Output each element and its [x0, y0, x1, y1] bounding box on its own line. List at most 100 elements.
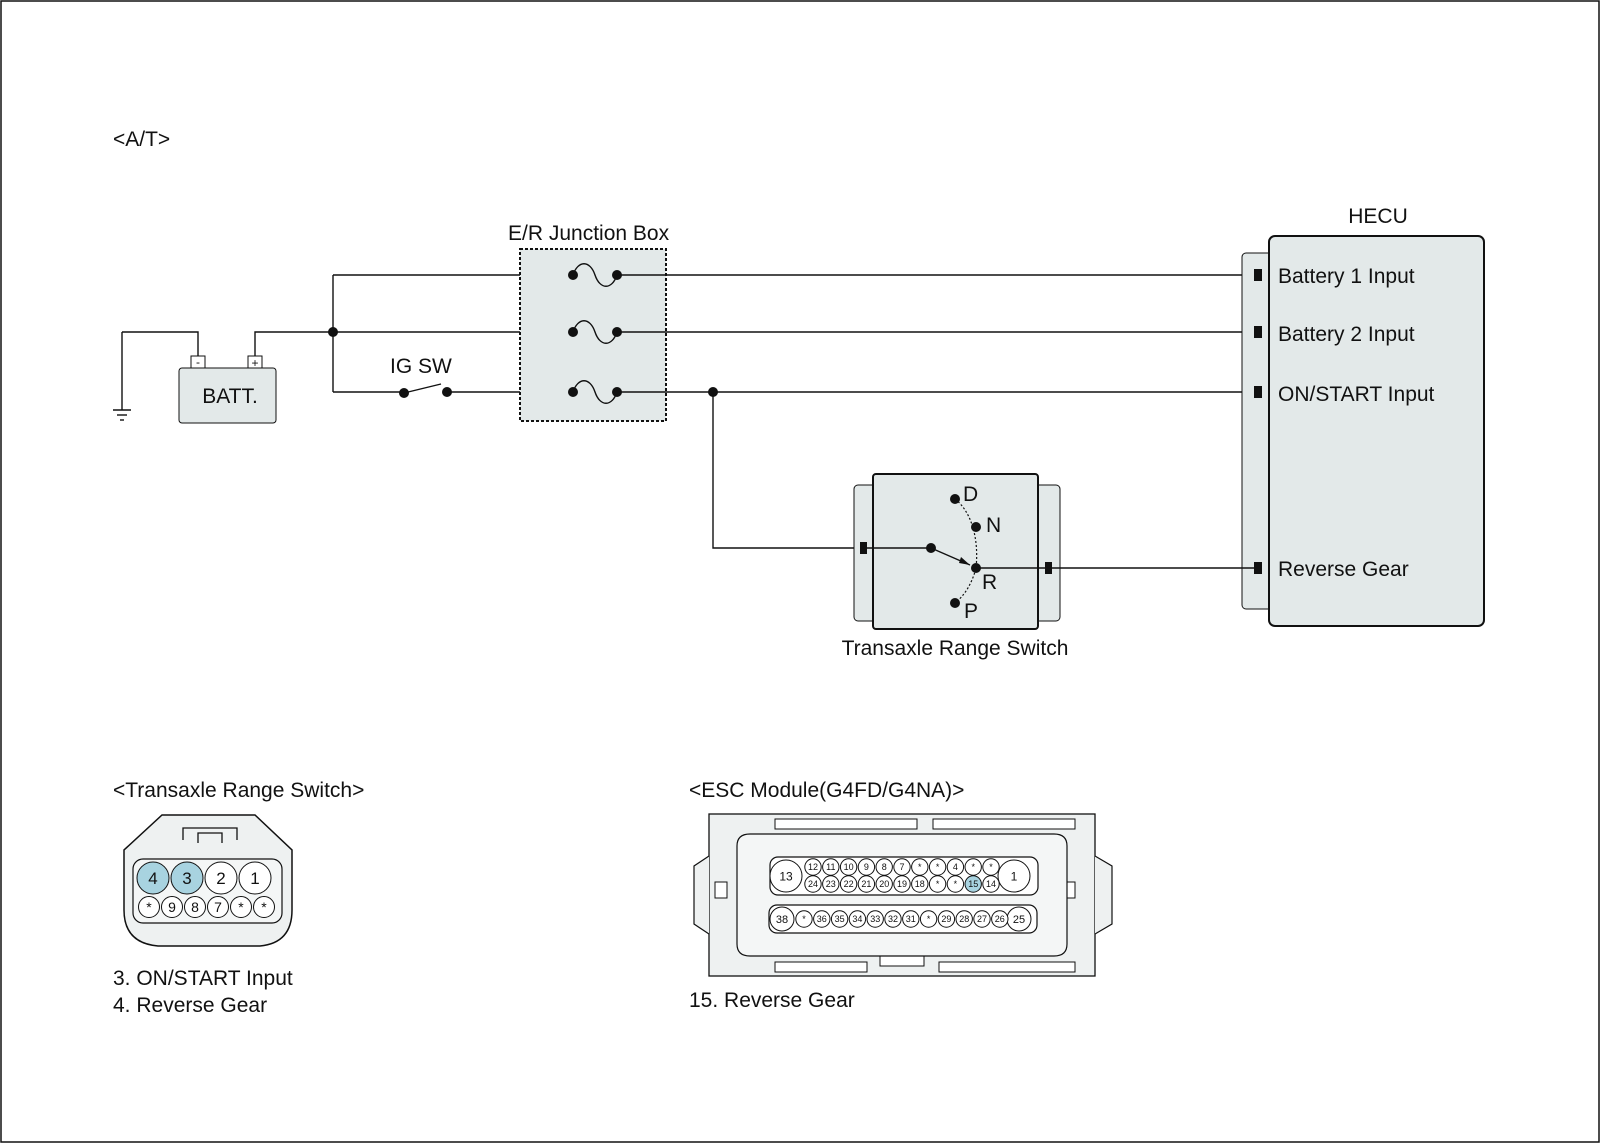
range-position-r: R: [982, 571, 997, 594]
ig-switch-label: IG SW: [390, 355, 452, 378]
svg-text:*: *: [918, 862, 922, 872]
svg-text:31: 31: [906, 914, 916, 924]
esc-pin-22: 22: [839, 875, 858, 893]
esc-pin-29: 29: [937, 910, 956, 928]
range-position-n-dot: [971, 522, 981, 532]
svg-text:9: 9: [864, 862, 869, 872]
svg-text:1: 1: [250, 869, 259, 888]
svg-text:10: 10: [844, 862, 854, 872]
esc-pin-35: 35: [830, 910, 849, 928]
svg-text:32: 32: [888, 914, 898, 924]
trs-pin-2: 2: [204, 861, 238, 895]
svg-text:25: 25: [1013, 914, 1025, 926]
esc-pin-33: 33: [866, 910, 884, 928]
svg-text:*: *: [927, 914, 931, 924]
svg-text:20: 20: [879, 879, 889, 889]
hecu: HECU Battery 1 Input Battery 2 Input ON/…: [1241, 205, 1485, 627]
esc-pin-1: 1: [997, 859, 1031, 893]
range-position-n: N: [986, 514, 1001, 537]
svg-text:7: 7: [899, 862, 904, 872]
svg-text:3: 3: [182, 869, 191, 888]
esc-pin-4: 4: [946, 858, 965, 876]
hecu-pin-battery-1: [1254, 269, 1262, 281]
esc-pin-23: 23: [822, 875, 840, 893]
junction-box-label: E/R Junction Box: [508, 222, 670, 245]
trs-pin-7: 7: [207, 896, 229, 918]
svg-text:22: 22: [844, 879, 854, 889]
esc-note-1: 15. Reverse Gear: [689, 989, 855, 1012]
trs-pin-3: 3: [170, 861, 204, 895]
range-switch-label: Transaxle Range Switch: [842, 637, 1069, 660]
svg-text:7: 7: [214, 899, 222, 915]
svg-text:28: 28: [959, 914, 969, 924]
hecu-input-on-start: ON/START Input: [1278, 383, 1435, 406]
hecu-input-reverse-gear: Reverse Gear: [1278, 558, 1409, 581]
svg-text:13: 13: [779, 869, 793, 883]
svg-text:*: *: [261, 899, 267, 915]
hecu-input-battery-2: Battery 2 Input: [1278, 323, 1415, 346]
range-position-d: D: [963, 483, 978, 506]
svg-text:4: 4: [148, 869, 157, 888]
trs-note-2: 4. Reverse Gear: [113, 994, 267, 1017]
svg-text:12: 12: [808, 862, 818, 872]
wire-to-range-switch: [712, 392, 864, 549]
trs-pin-blank: *: [230, 896, 252, 918]
esc-pin-18: 18: [911, 875, 929, 893]
esc-pin-32: 32: [884, 910, 902, 928]
svg-text:29: 29: [941, 914, 951, 924]
hecu-input-battery-1: Battery 1 Input: [1278, 265, 1415, 288]
esc-pin-blank: *: [928, 875, 947, 893]
esc-pin-7: 7: [893, 858, 911, 876]
svg-text:14: 14: [986, 879, 996, 889]
battery: - + BATT.: [178, 355, 277, 424]
svg-text:4: 4: [953, 862, 958, 872]
svg-text:*: *: [936, 879, 940, 889]
esc-pin-blank: *: [946, 875, 965, 893]
esc-connector-title: <ESC Module(G4FD/G4NA)>: [689, 779, 964, 802]
svg-text:*: *: [989, 862, 993, 872]
svg-text:15: 15: [968, 879, 978, 889]
svg-text:33: 33: [870, 914, 880, 924]
trs-latch: [182, 827, 238, 843]
junction-box: E/R Junction Box: [508, 222, 670, 422]
esc-pin-26: 26: [991, 910, 1009, 928]
range-position-p-dot: [950, 598, 960, 608]
svg-text:23: 23: [826, 879, 836, 889]
range-switch: D N R P Transaxle Range Switch: [842, 473, 1069, 660]
esc-pin-36: 36: [813, 910, 831, 928]
esc-pin-11: 11: [822, 858, 840, 876]
esc-pin-31: 31: [902, 910, 920, 928]
trs-pin-8: 8: [184, 896, 206, 918]
trs-pin-9: 9: [161, 896, 183, 918]
svg-text:24: 24: [808, 879, 818, 889]
svg-text:34: 34: [852, 914, 862, 924]
trs-pin-blank: *: [138, 896, 160, 918]
esc-pin-14: 14: [982, 875, 1000, 893]
svg-text:*: *: [971, 862, 975, 872]
battery-label: BATT.: [202, 385, 258, 408]
esc-pin-10: 10: [839, 858, 858, 876]
range-position-d-dot: [950, 494, 960, 504]
svg-text:35: 35: [835, 914, 845, 924]
esc-pin-20: 20: [875, 875, 893, 893]
esc-pin-9: 9: [857, 858, 876, 876]
range-switch-pin-out: [1045, 562, 1052, 574]
hecu-pin-on-start: [1254, 386, 1262, 398]
esc-pin-blank: *: [911, 858, 929, 876]
esc-pin-19: 19: [893, 875, 911, 893]
ground-symbol: [113, 332, 131, 421]
esc-pin-blank: *: [964, 858, 982, 876]
svg-text:36: 36: [817, 914, 827, 924]
svg-text:*: *: [954, 879, 958, 889]
battery-ground-wire: [122, 331, 199, 356]
svg-text:*: *: [802, 914, 806, 924]
esc-pin-13: 13: [769, 859, 803, 893]
svg-text:*: *: [146, 899, 152, 915]
esc-pin-blank: *: [928, 858, 947, 876]
hecu-pin-battery-2: [1254, 326, 1262, 338]
svg-text:27: 27: [977, 914, 987, 924]
